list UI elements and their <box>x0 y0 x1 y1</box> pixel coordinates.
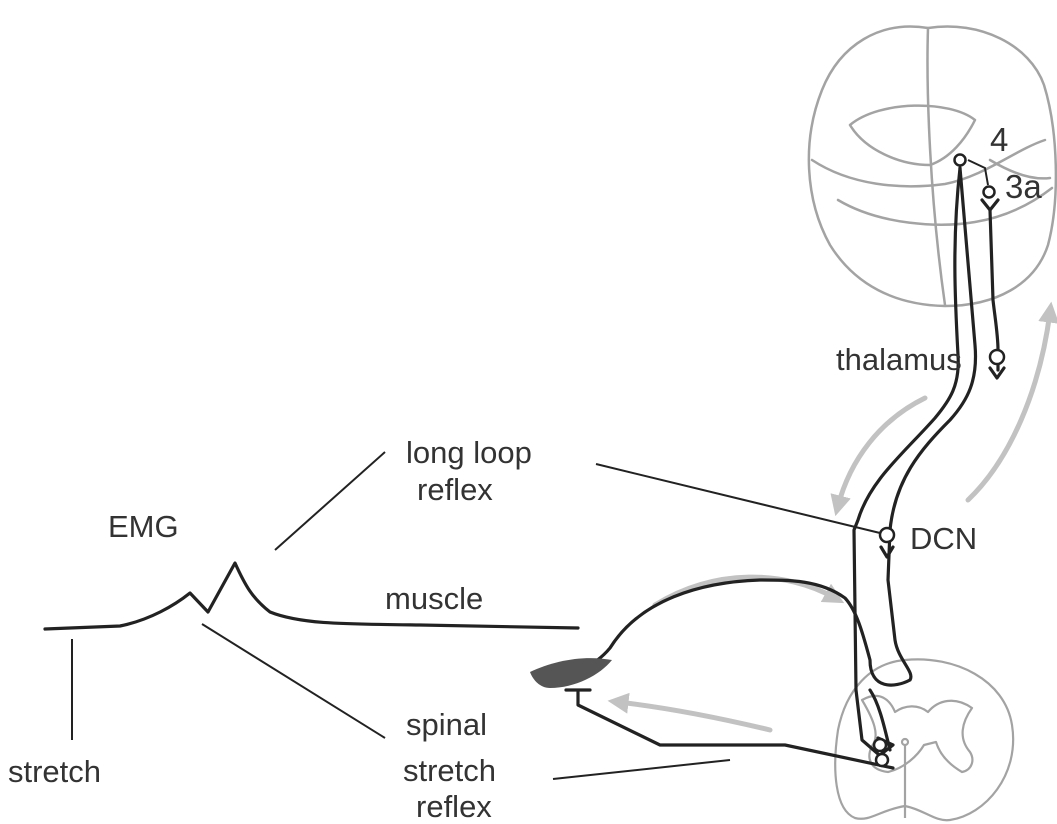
label-dcn: DCN <box>910 521 977 556</box>
brain-outline <box>809 27 1056 306</box>
label-muscle: muscle <box>385 581 483 616</box>
label-thalamus: thalamus <box>836 342 962 377</box>
neuron-area3a <box>984 187 995 198</box>
label-long-loop-line2: reflex <box>417 472 493 507</box>
neuron-spinal-2 <box>876 754 888 766</box>
spinal-pointer-right <box>553 760 730 779</box>
neuron-thalamus <box>990 350 1004 364</box>
neuron-spinal-1 <box>874 739 886 751</box>
neuron-area4 <box>955 155 966 166</box>
label-spinal-line3: reflex <box>416 789 492 824</box>
label-emg: EMG <box>108 509 179 544</box>
long-loop-pointer-right <box>596 464 880 533</box>
label-long-loop-line1: long loop <box>406 435 532 470</box>
label-stretch: stretch <box>8 754 101 789</box>
label-spinal-line2: stretch <box>403 753 496 788</box>
synapse-dcn <box>881 547 893 557</box>
emg-trace <box>45 563 578 629</box>
synapse-area3a <box>982 200 998 210</box>
flow-arrow-ascending <box>968 312 1050 500</box>
label-area3a: 3a <box>1005 168 1042 205</box>
flow-arrow-descending <box>838 398 925 506</box>
spinal-pointer-left <box>202 624 385 738</box>
pathway-thalamic-relay <box>990 210 998 370</box>
long-loop-pointer-left <box>275 452 385 550</box>
muscle-shape <box>530 658 612 688</box>
flow-arrow-to-muscle <box>618 702 770 730</box>
pathway-afferent-ascending <box>585 168 976 685</box>
neuron-dcn <box>880 528 894 542</box>
label-area4: 4 <box>990 121 1008 158</box>
label-spinal-line1: spinal <box>406 707 487 742</box>
